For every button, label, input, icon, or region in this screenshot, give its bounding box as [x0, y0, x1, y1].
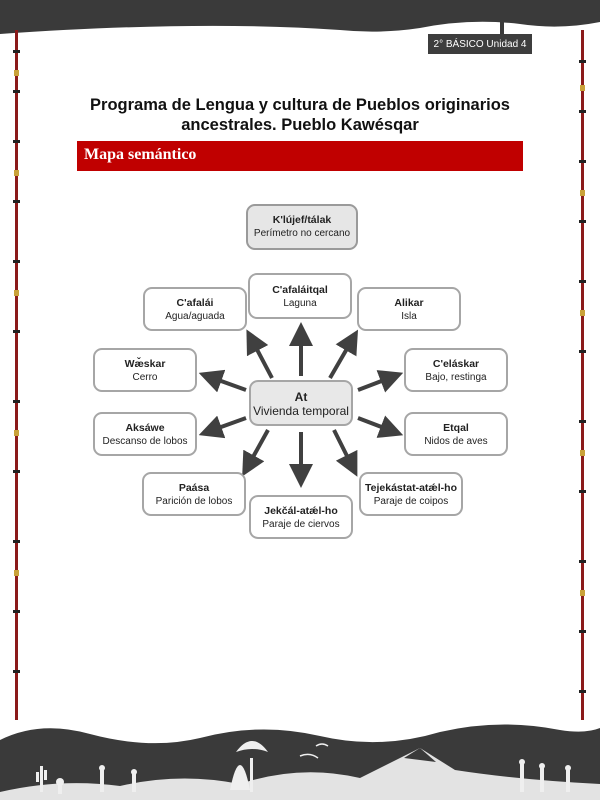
node-meaning: Parición de lobos [155, 496, 233, 507]
arrow-to-paricion [242, 429, 270, 477]
document-title: Programa de Lengua y cultura de Pueblos … [80, 95, 520, 135]
arrow-to-agua [246, 329, 274, 379]
arrow-to-isla [328, 329, 359, 380]
node-term: Aksáwe [125, 422, 165, 434]
right-decorative-border [579, 30, 586, 720]
arrow-to-bajo [357, 370, 404, 393]
node-meaning: Isla [401, 311, 417, 322]
footer-landscape-illustration [0, 724, 600, 800]
map-node-paricion-lobos: Paása Parición de lobos [142, 472, 246, 516]
map-node-laguna: C'afaláitqal Laguna [248, 273, 352, 319]
title-line-1: Programa de Lengua y cultura de Pueblos … [90, 96, 510, 114]
map-node-paraje-ciervos: Jekčál-atǽl-ho Paraje de ciervos [249, 495, 353, 539]
header-band [0, 0, 600, 36]
map-node-agua-aguada: C'afalái Agua/aguada [143, 287, 247, 331]
node-term: C'eláskar [432, 358, 480, 370]
map-node-nidos-aves: Etqal Nidos de aves [404, 412, 508, 456]
node-term: Tejekástat-atǽl-ho [365, 482, 457, 494]
node-meaning: Paraje de coipos [373, 496, 449, 507]
node-meaning: Vivienda temporal [253, 404, 349, 418]
map-node-descanso-lobos: Aksáwe Descanso de lobos [93, 412, 197, 456]
arrow-to-cerro [198, 369, 247, 393]
title-line-2: ancestrales. Pueblo Kawésqar [181, 116, 419, 134]
node-term: K'lújef/tálak [272, 214, 332, 226]
left-decorative-border [13, 30, 20, 720]
arrow-to-coipos [332, 429, 358, 477]
grade-unit-badge: 2° BÁSICO Unidad 4 [428, 34, 532, 54]
node-meaning: Agua/aguada [165, 311, 225, 322]
map-node-bajo-restinga: C'eláskar Bajo, restinga [404, 348, 508, 392]
node-term: C'afalái [176, 297, 214, 309]
node-term: C'afaláitqal [272, 284, 328, 296]
node-term: Jekčál-atǽl-ho [264, 505, 338, 517]
map-node-paraje-coipos: Tejekástat-atǽl-ho Paraje de coipos [359, 472, 463, 516]
section-header: Mapa semántico [77, 141, 523, 171]
arrow-to-nidos [357, 415, 404, 438]
node-meaning: Perímetro no cercano [253, 228, 351, 239]
node-meaning: Paraje de ciervos [262, 519, 340, 530]
node-meaning: Nidos de aves [424, 436, 488, 447]
node-term: Paása [178, 482, 210, 494]
node-meaning: Descanso de lobos [102, 436, 188, 447]
node-term: Etqal [443, 422, 469, 434]
node-meaning: Laguna [283, 298, 317, 309]
node-term: Wæ̌skar [124, 358, 166, 370]
map-node-center-vivienda: At Vivienda temporal [249, 380, 353, 426]
node-meaning: Bajo, restinga [425, 372, 487, 383]
node-term: At [294, 390, 308, 404]
map-node-isla: Alikar Isla [357, 287, 461, 331]
map-node-cerro: Wæ̌skar Cerro [93, 348, 197, 392]
map-node-perimetro: K'lújef/tálak Perímetro no cercano [246, 204, 358, 250]
arrow-to-descanso [198, 415, 247, 439]
node-term: Alikar [394, 297, 424, 309]
node-meaning: Cerro [132, 372, 158, 383]
